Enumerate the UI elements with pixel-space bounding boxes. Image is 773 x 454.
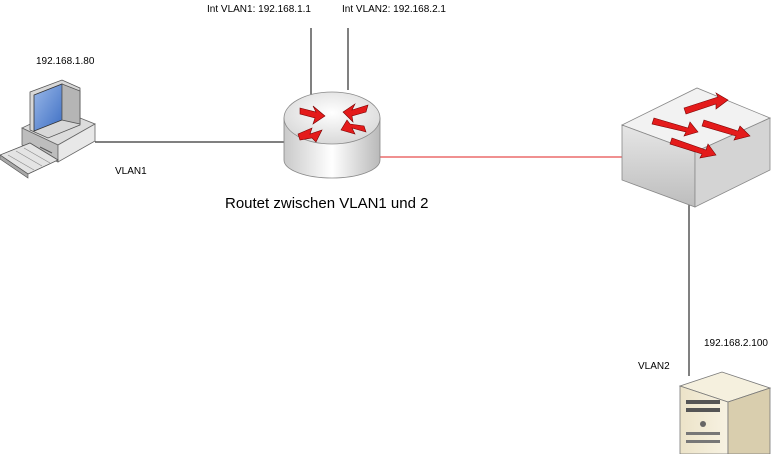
vlan2-label: VLAN2 bbox=[638, 361, 670, 372]
router-interface-vlan1-label: Int VLAN1: 192.168.1.1 bbox=[207, 4, 311, 15]
server-icon bbox=[678, 371, 772, 454]
router-interface-vlan2-label: Int VLAN2: 192.168.2.1 bbox=[342, 4, 446, 15]
pc-icon bbox=[0, 79, 96, 179]
server-ip-label: 192.168.2.100 bbox=[704, 338, 768, 349]
vlan1-label: VLAN1 bbox=[115, 166, 147, 177]
switch-icon bbox=[620, 87, 772, 208]
router-caption: Routet zwischen VLAN1 und 2 bbox=[225, 195, 428, 212]
pc-ip-label: 192.168.1.80 bbox=[36, 56, 95, 67]
router-icon bbox=[283, 91, 381, 179]
